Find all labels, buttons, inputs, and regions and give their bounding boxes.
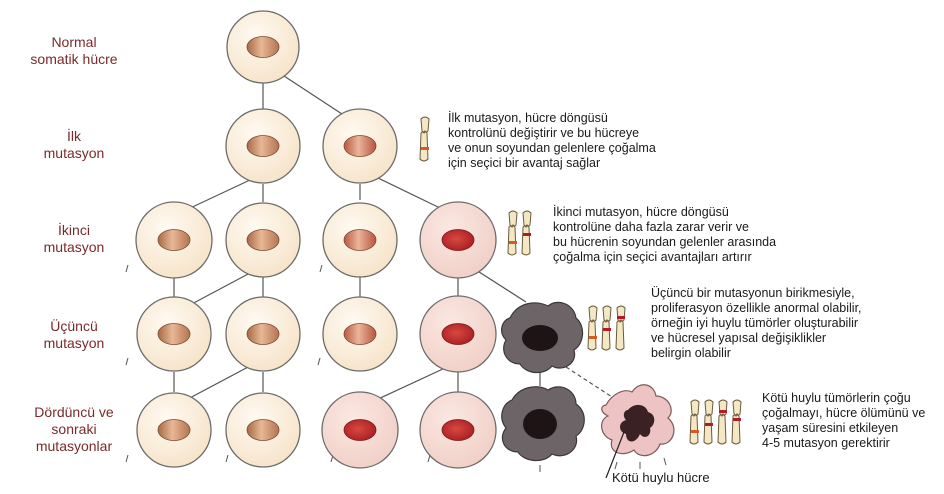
description-first-mutation: İlk mutasyon, hücre döngüsü kontrolünü d… bbox=[448, 111, 656, 171]
chromosome-icons-third bbox=[588, 306, 625, 350]
cell-fourth-1 bbox=[137, 393, 211, 467]
malignant-cell-label: Kötü huylu hücre bbox=[612, 470, 710, 485]
row-label-third: Üçüncü mutasyon bbox=[14, 318, 134, 352]
cell-third-4 bbox=[420, 296, 496, 372]
malignant-cell bbox=[602, 385, 674, 456]
chromosome-icon-first bbox=[420, 117, 429, 161]
cell-third-2 bbox=[226, 297, 300, 371]
cell-second-2 bbox=[226, 203, 300, 277]
cell-third-1 bbox=[137, 297, 211, 371]
cell-third-3 bbox=[323, 297, 397, 371]
row-label-normal: Normal somatik hücre bbox=[14, 34, 134, 68]
cell-second-3 bbox=[323, 203, 397, 277]
row-label-first: İlk mutasyon bbox=[14, 128, 134, 162]
description-third-mutation: Üçüncü bir mutasyonun birikmesiyle, prol… bbox=[651, 286, 862, 361]
cell-second-4 bbox=[420, 202, 496, 278]
description-second-mutation: İkinci mutasyon, hücre döngüsü kontrolün… bbox=[553, 205, 776, 265]
row-label-second: İkinci mutasyon bbox=[14, 222, 134, 256]
cell-first-2 bbox=[323, 109, 397, 183]
cell-normal bbox=[227, 11, 299, 83]
cell-fourth-3 bbox=[322, 392, 398, 468]
row-label-fourth: Dördüncü ve sonraki mutasyonlar bbox=[14, 404, 134, 455]
tumor-cell-fourth bbox=[502, 387, 585, 461]
cell-first-1 bbox=[226, 109, 300, 183]
chromosome-icons-second bbox=[508, 211, 531, 255]
cell-fourth-2 bbox=[226, 393, 300, 467]
cell-fourth-4 bbox=[420, 392, 496, 468]
tumor-cell-third bbox=[502, 302, 583, 372]
cell-second-1 bbox=[136, 202, 212, 278]
chromosome-icons-fourth bbox=[690, 400, 741, 444]
description-fourth-mutation: Kötü huylu tümörlerin çoğu çoğalmayı, hü… bbox=[762, 391, 925, 451]
